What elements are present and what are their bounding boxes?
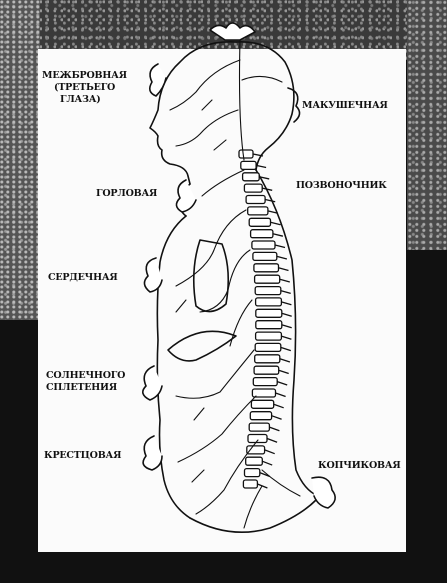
spinous-process — [262, 461, 272, 465]
label-sacral: КРЕСТЦОВАЯ — [44, 450, 121, 461]
lung-left — [194, 240, 229, 312]
vertebra — [253, 378, 277, 386]
head-outline — [150, 42, 236, 184]
vertebra — [251, 230, 273, 238]
vertebra — [256, 321, 282, 329]
vertebra — [255, 355, 280, 363]
coccyx-chakra — [312, 477, 335, 508]
vertebra — [246, 457, 263, 465]
torso-front — [157, 216, 190, 518]
spinous-process — [275, 245, 285, 248]
vertebra — [256, 332, 282, 340]
vertebra — [255, 275, 280, 283]
spinous-process — [281, 291, 291, 294]
spinous-process — [277, 256, 287, 259]
vertebra — [254, 264, 279, 272]
vertebra — [239, 150, 253, 158]
crown-lotus — [210, 23, 255, 40]
spinous-process — [265, 450, 275, 454]
vertebra — [256, 298, 282, 306]
spinous-process — [256, 165, 266, 167]
label-third-eye-1: (ТРЕТЬЕГО — [54, 82, 115, 93]
spinous-process — [277, 382, 287, 385]
vertebra — [255, 343, 281, 351]
vertebra — [253, 252, 277, 260]
spinous-process — [273, 234, 283, 236]
label-solar-1: СОЛНЕЧНОГО — [46, 370, 125, 381]
label-solar-2: СПЛЕТЕНИЯ — [46, 382, 117, 393]
label-heart: СЕРДЕЧНАЯ — [48, 272, 118, 283]
vertebra — [243, 480, 257, 488]
spinous-process — [271, 222, 281, 224]
label-coccyx: КОПЧИКОВАЯ — [318, 460, 401, 471]
nerve-branches — [170, 40, 300, 528]
label-spine: ПОЗВОНОЧНИК — [296, 180, 387, 191]
vertebra — [252, 241, 275, 249]
vertebra — [248, 207, 268, 215]
spinous-process — [276, 393, 286, 396]
label-throat: ГОРЛОВАЯ — [96, 188, 157, 199]
vertebra — [243, 173, 260, 181]
spinous-process — [281, 302, 291, 305]
label-brow: МЕЖБРОВНАЯ — [42, 70, 127, 81]
vertebra — [241, 161, 256, 169]
spine — [239, 150, 292, 488]
spinous-process — [279, 268, 289, 271]
vertebra — [244, 184, 262, 192]
spinous-process — [269, 427, 279, 431]
vertebra — [251, 400, 273, 408]
vertebra — [256, 309, 282, 317]
spinous-process — [267, 439, 277, 443]
vertebra — [246, 196, 265, 204]
spinous-process — [282, 313, 292, 316]
spinous-process — [282, 325, 292, 328]
vertebra — [254, 366, 279, 374]
diaphragm — [168, 331, 236, 361]
throat-chakra — [176, 180, 196, 212]
spinous-process — [281, 336, 291, 339]
label-crown: МАКУШЕЧНАЯ — [302, 100, 388, 111]
spinous-process — [281, 347, 291, 350]
spinous-process — [279, 370, 289, 373]
spinous-process — [265, 200, 275, 202]
vertebra — [249, 423, 269, 431]
vertebra — [249, 218, 270, 226]
vertebra — [255, 287, 281, 295]
spinous-process — [274, 404, 284, 408]
brow-chakra — [150, 64, 166, 96]
spinous-process — [272, 416, 282, 420]
spinous-process — [280, 279, 290, 282]
vertebra — [250, 412, 271, 420]
solar-chakra — [143, 366, 162, 400]
spinous-process — [280, 359, 290, 362]
vertebra — [245, 469, 260, 477]
label-third-eye-2: ГЛАЗА) — [60, 94, 101, 105]
